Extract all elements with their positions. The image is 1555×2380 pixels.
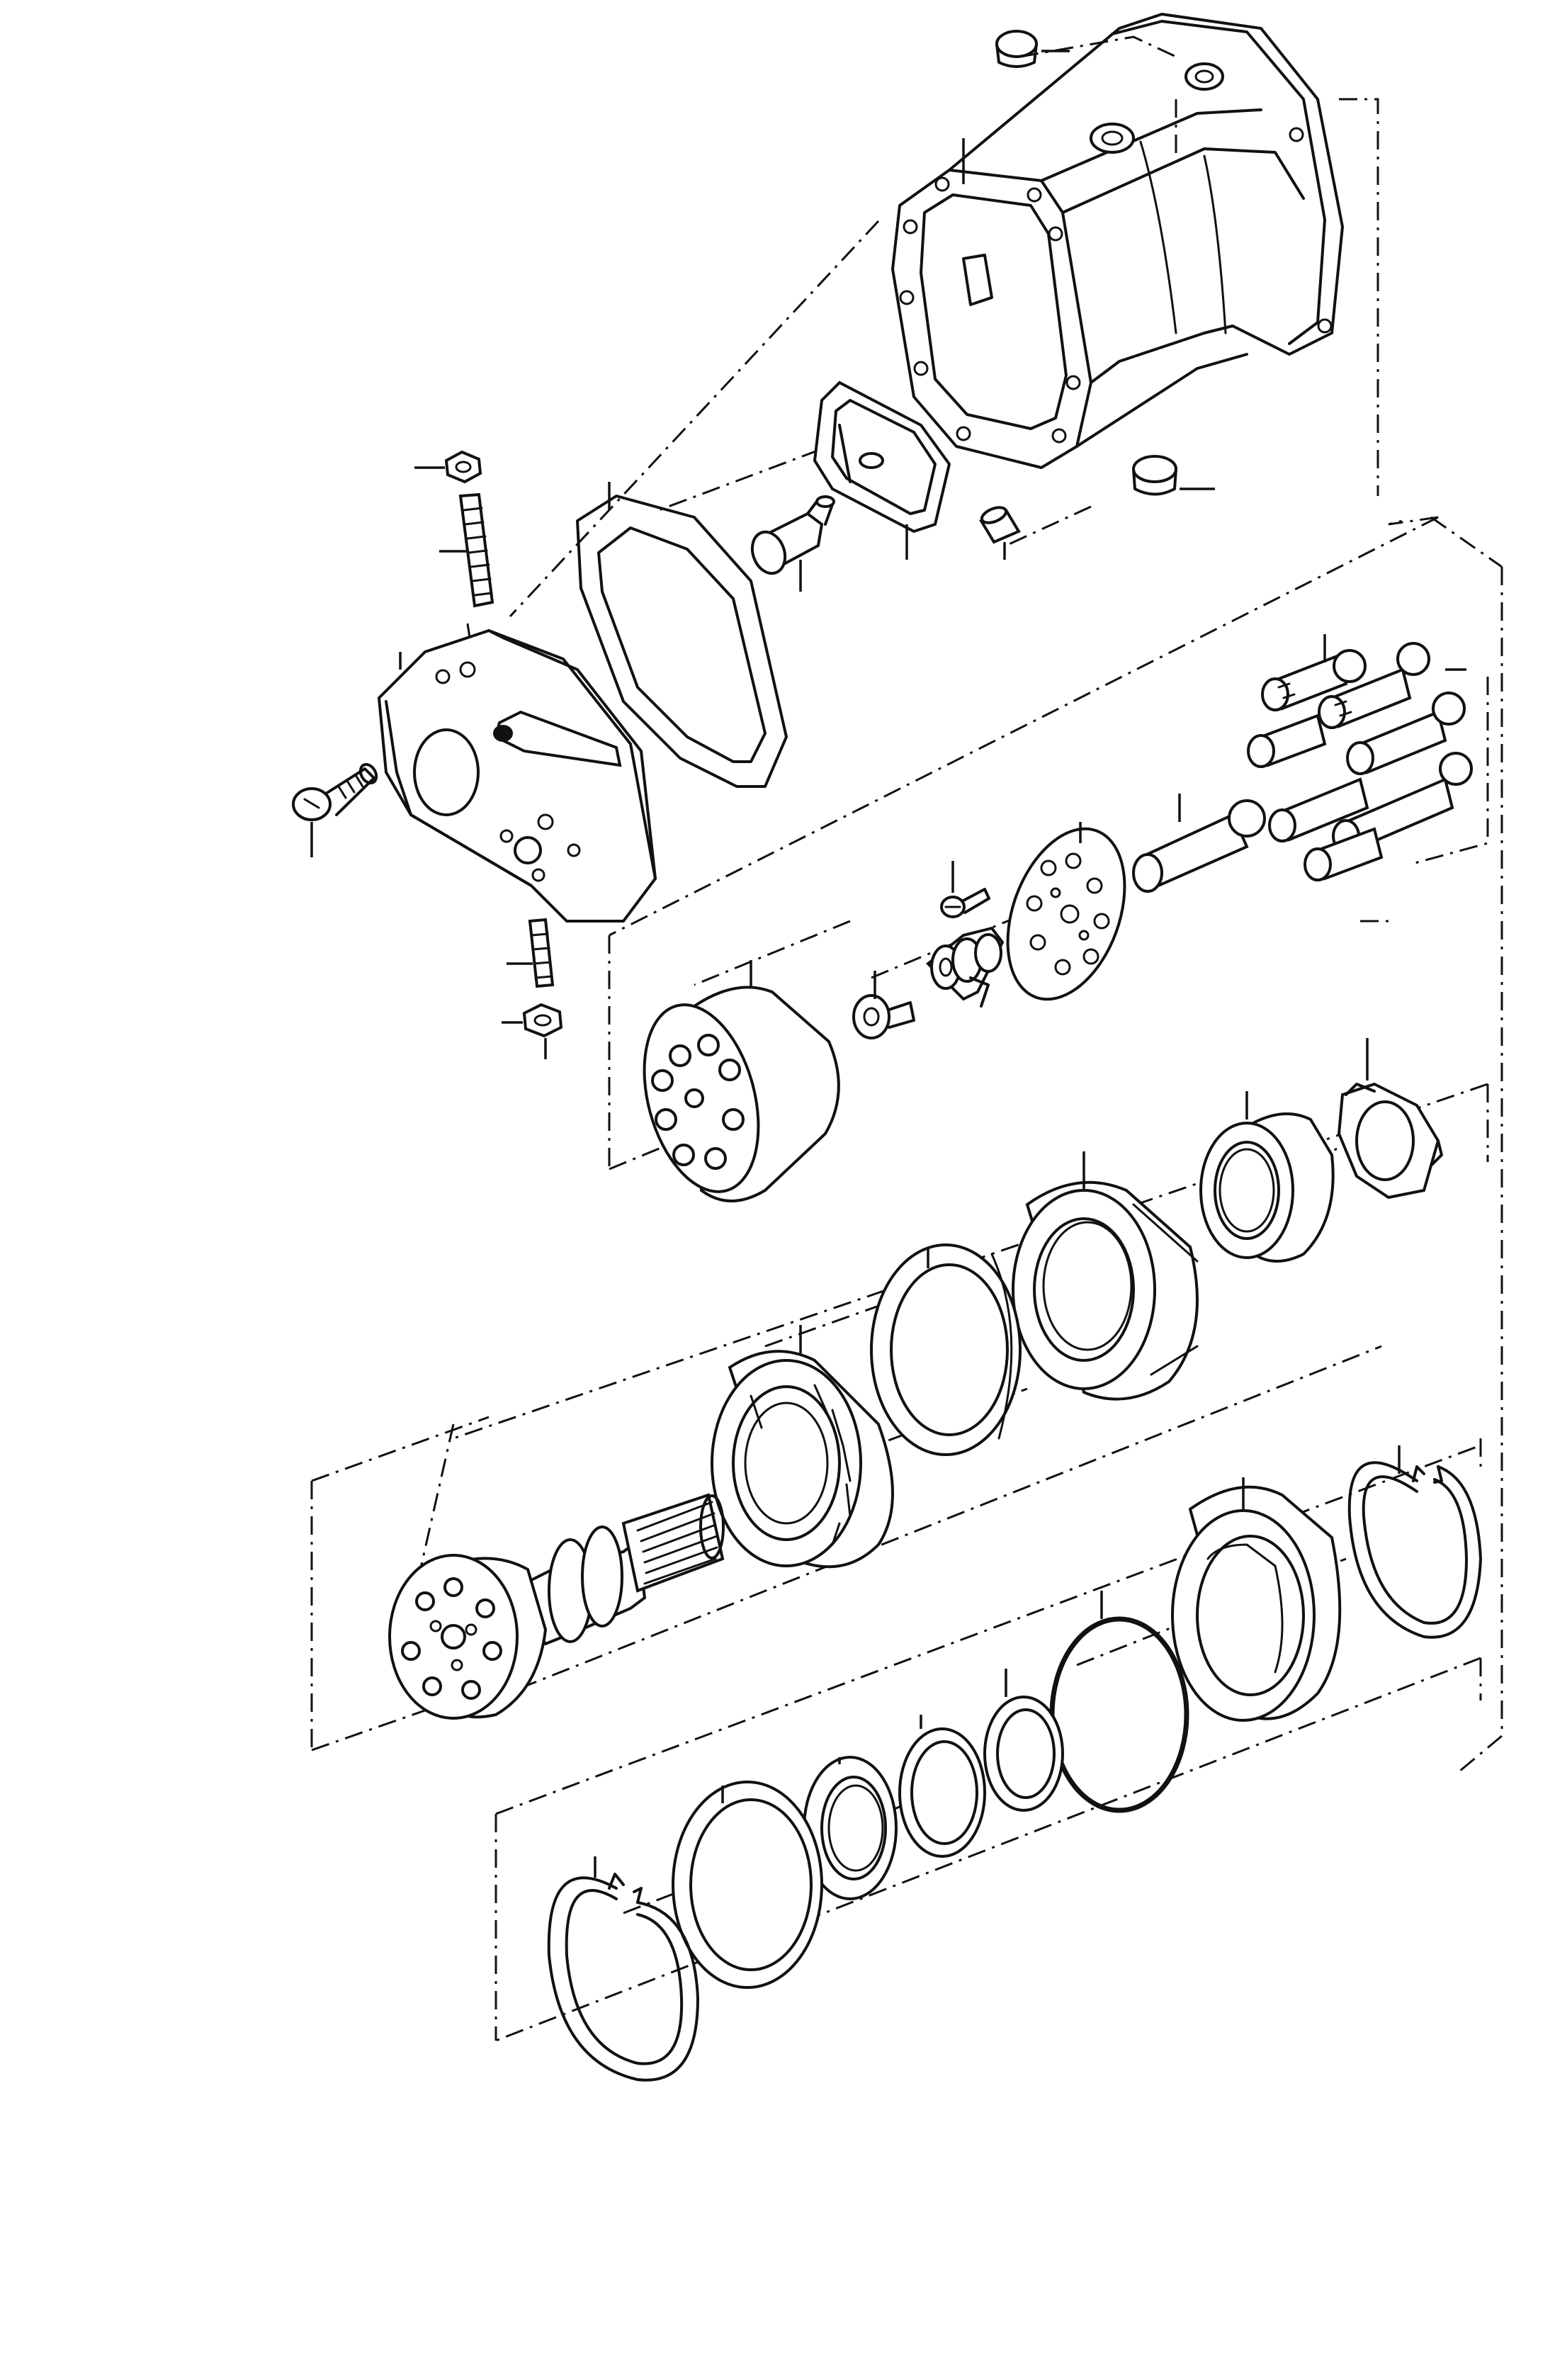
motor-housing <box>891 13 1344 469</box>
spacer-washer <box>870 1243 1022 1456</box>
spring-seat <box>852 971 915 1039</box>
small-screw <box>940 861 990 918</box>
snap-ring-upper <box>1347 1445 1482 1639</box>
center-pin <box>1132 794 1266 893</box>
retainer-plate <box>1006 822 1126 1001</box>
tapered-roller-bearing <box>711 1325 894 1569</box>
plug-top <box>995 30 1070 68</box>
cylinder-block <box>643 960 840 1202</box>
piston <box>1247 714 1327 768</box>
cap-screw <box>292 762 378 857</box>
drive-shaft <box>388 1493 725 1720</box>
nut-upper <box>414 450 482 484</box>
o-ring <box>1049 1591 1189 1813</box>
gasket <box>576 482 788 788</box>
bearing-small <box>1199 1091 1335 1263</box>
connector-fitting <box>750 495 835 592</box>
nut-lower <box>502 1003 563 1059</box>
piston <box>1304 827 1384 881</box>
shim-ring-2 <box>898 1715 986 1858</box>
pistons <box>1247 634 1473 881</box>
stud-lower <box>507 918 555 988</box>
lock-nut <box>1337 1038 1443 1200</box>
housing-bolt-holes <box>899 127 1333 444</box>
valve-plate <box>813 380 951 560</box>
snap-ring-lower <box>547 1856 699 2082</box>
end-cover <box>377 628 657 923</box>
bearing-large <box>1012 1151 1199 1401</box>
dowel-pin <box>979 506 1021 560</box>
plug-bottom <box>1132 455 1215 496</box>
piston <box>1346 692 1466 775</box>
shim-ring-1 <box>983 1669 1064 1812</box>
seal-carrier <box>1171 1477 1342 1722</box>
stud-upper <box>439 492 494 608</box>
thrust-washer <box>672 1781 823 1989</box>
ball-guide <box>926 926 1005 1008</box>
piston <box>1268 777 1369 842</box>
